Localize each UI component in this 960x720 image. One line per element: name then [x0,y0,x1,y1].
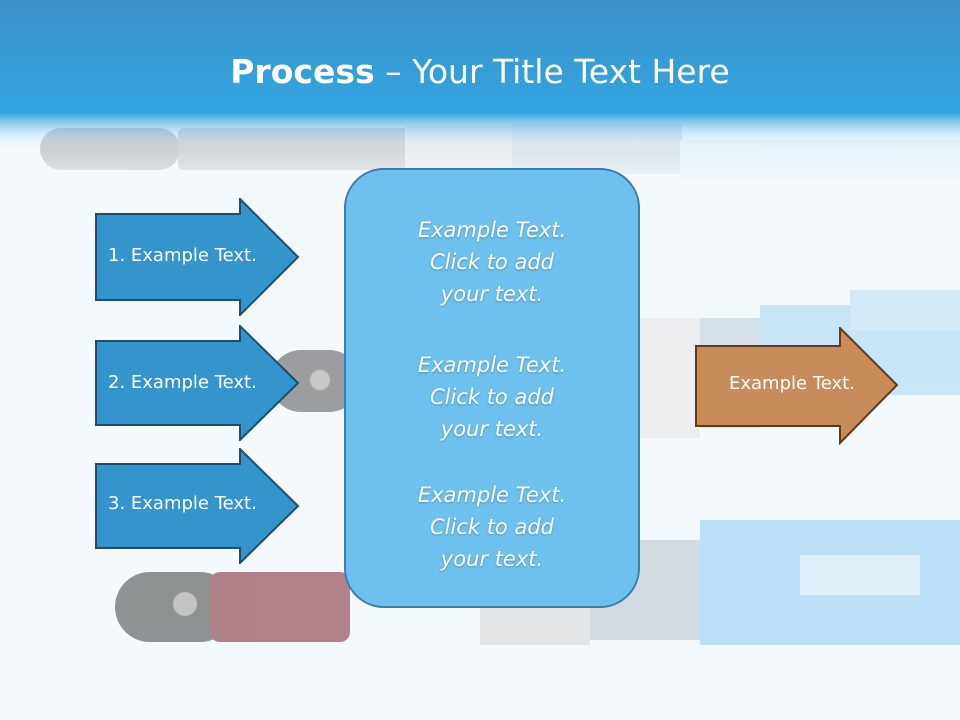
center-1-line2: Click to add [429,250,554,274]
title-rest: – Your Title Text Here [374,52,730,91]
title-bold: Process [230,52,375,91]
page-title[interactable]: Process – Your Title Text Here [0,52,960,91]
input-arrow-3-label: 3. Example Text. [108,493,257,514]
input-arrow-3[interactable]: 3. Example Text. [95,448,300,564]
output-arrow[interactable]: Example Text. [695,327,900,445]
input-arrow-1-label: 1. Example Text. [108,245,257,266]
center-2-line2: Click to add [429,385,554,409]
center-1-line1: Example Text. [417,218,567,242]
center-text-block-3: Example Text. Click to add your text. [346,479,638,575]
center-text-block-2: Example Text. Click to add your text. [346,349,638,445]
center-2-line1: Example Text. [417,353,567,377]
title-bar [0,0,960,150]
center-2-line3: your text. [440,417,544,441]
center-3-line2: Click to add [429,515,554,539]
center-1-line3: your text. [440,282,544,306]
center-3-line1: Example Text. [417,483,567,507]
center-text-box[interactable]: Example Text. Click to add your text. Ex… [344,168,640,608]
center-text-block-1: Example Text. Click to add your text. [346,214,638,310]
output-arrow-label: Example Text. [729,373,855,394]
input-arrow-2-label: 2. Example Text. [108,372,257,393]
center-3-line3: your text. [440,547,544,571]
input-arrow-2[interactable]: 2. Example Text. [95,325,300,441]
input-arrow-1[interactable]: 1. Example Text. [95,198,300,316]
